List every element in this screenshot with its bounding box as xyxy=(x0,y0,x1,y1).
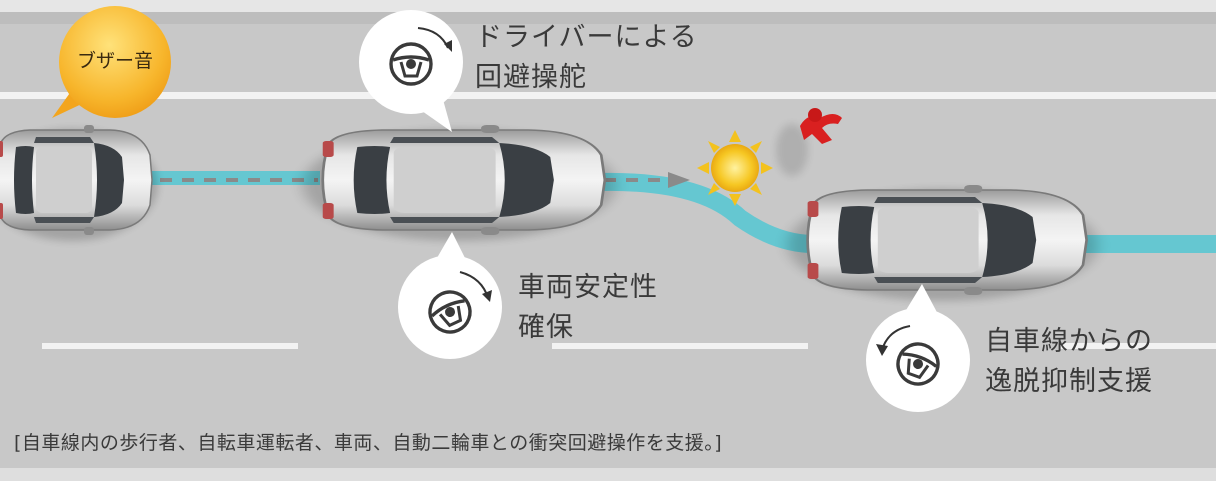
lane-dash xyxy=(552,343,808,349)
lane-line-solid xyxy=(0,92,1216,99)
vehicle-car xyxy=(303,125,616,241)
step-label-line: 車両安定性 xyxy=(518,272,658,303)
buzzer-bubble xyxy=(52,6,171,118)
step-label-line: 自車線からの xyxy=(985,326,1153,357)
caption: [自車線内の歩行者、自転車運転者、車両、自動二輪車との衝突回避操作を支援。] xyxy=(14,432,723,454)
pedestrian-icon xyxy=(776,108,842,176)
buzzer-label: ブザー音 xyxy=(76,50,153,72)
warning-burst-icon xyxy=(697,130,773,206)
step-label-line: ドライバーによる xyxy=(475,22,698,53)
arrow-head-icon xyxy=(668,172,690,188)
step-bubble xyxy=(866,284,970,412)
step-label-line: 確保 xyxy=(518,312,574,343)
step-label-line: 逸脱抑制支援 xyxy=(985,366,1153,397)
step-bubble xyxy=(398,232,502,359)
road-shoulder-top xyxy=(0,0,1216,12)
step-label-driver-steering: ドライバーによる 回避操舵 xyxy=(475,18,698,98)
step-bubble xyxy=(359,10,463,132)
vehicle-car xyxy=(788,185,1098,301)
step-label-stability: 車両安定性 確保 xyxy=(518,268,658,348)
lane-dash xyxy=(42,343,298,349)
vehicle-car xyxy=(0,125,158,241)
lane-dash xyxy=(1060,343,1216,349)
road-shoulder-bottom xyxy=(0,468,1216,481)
step-label-lane-departure: 自車線からの 逸脱抑制支援 xyxy=(985,322,1153,402)
step-label-line: 回避操舵 xyxy=(475,62,587,93)
